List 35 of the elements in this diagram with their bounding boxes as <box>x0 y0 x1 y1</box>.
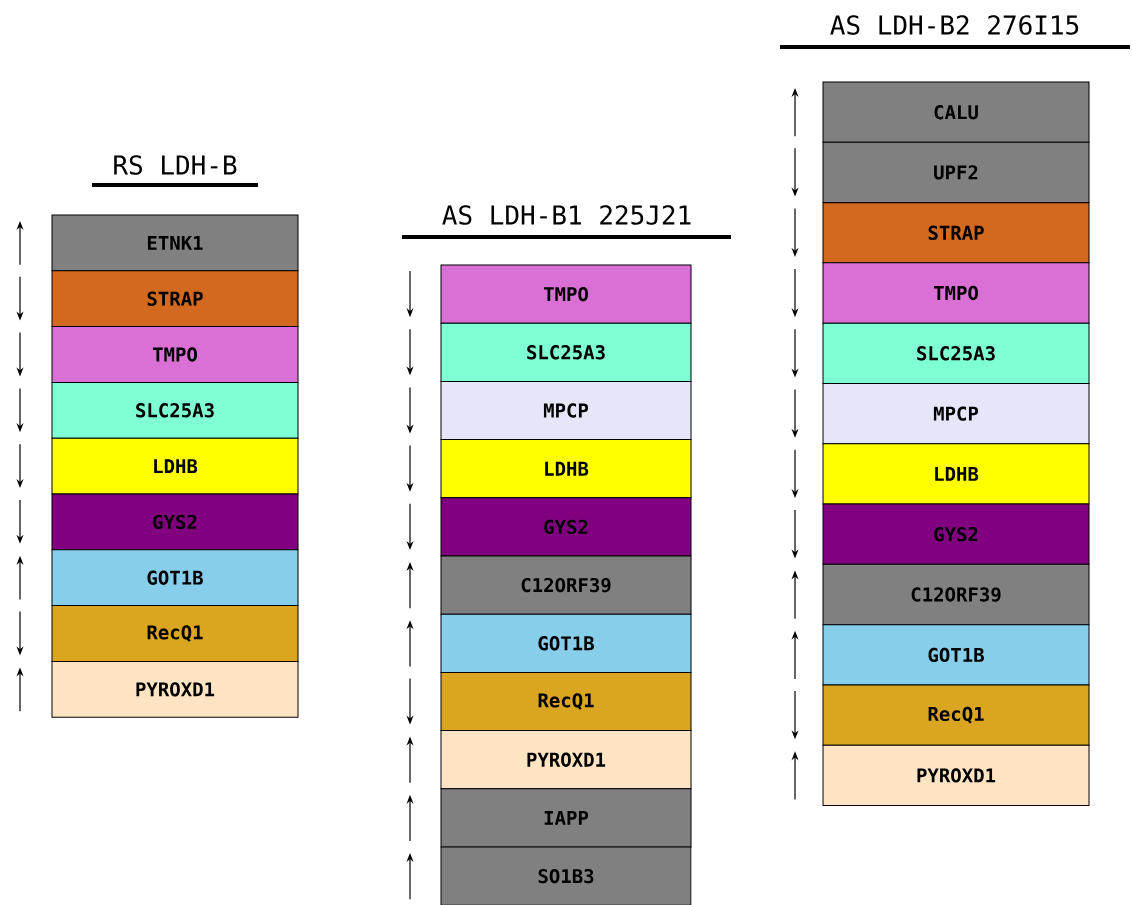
gene-box: RecQ1 <box>822 684 1090 746</box>
gene-box: LDHB <box>822 443 1090 505</box>
gene-box: RecQ1 <box>440 671 692 732</box>
gene-box: LDHB <box>440 439 692 499</box>
gene-box: PYROXD1 <box>440 730 692 790</box>
column-title: RS LDH-B <box>114 155 237 175</box>
gene-box: C12ORF39 <box>822 563 1090 626</box>
gene-box: TMPO <box>822 262 1090 324</box>
gene-box: TMPO <box>440 264 692 324</box>
gene-box: GOT1B <box>51 549 299 607</box>
gene-box: STRAP <box>51 270 299 328</box>
gene-box: UPF2 <box>822 141 1090 204</box>
gene-box: C12ORF39 <box>440 555 692 615</box>
gene-box: ETNK1 <box>51 214 299 272</box>
gene-box: SLC25A3 <box>51 381 299 439</box>
gene-box: GOT1B <box>822 624 1090 686</box>
gene-box: MPCP <box>440 380 692 441</box>
gene-box: MPCP <box>822 382 1090 445</box>
column-title: AS LDH-B1 225J21 <box>442 205 691 225</box>
gene-box: LDHB <box>51 437 299 495</box>
gene-box: SLC25A3 <box>822 322 1090 384</box>
gene-box: IAPP <box>440 788 692 848</box>
gene-box: CALU <box>822 81 1090 143</box>
gene-box: GYS2 <box>822 503 1090 565</box>
gene-box: GYS2 <box>440 497 692 557</box>
gene-box: STRAP <box>822 202 1090 264</box>
gene-box: PYROXD1 <box>51 660 299 718</box>
gene-box: SLC25A3 <box>440 322 692 382</box>
column-title: AS LDH-B2 276I15 <box>830 15 1079 35</box>
gene-box: GYS2 <box>51 493 299 551</box>
gene-box: GOT1B <box>440 613 692 673</box>
gene-box: RecQ1 <box>51 605 299 662</box>
gene-box: SO1B3 <box>440 846 692 905</box>
gene-box: TMPO <box>51 326 299 383</box>
gene-box: PYROXD1 <box>822 744 1090 807</box>
